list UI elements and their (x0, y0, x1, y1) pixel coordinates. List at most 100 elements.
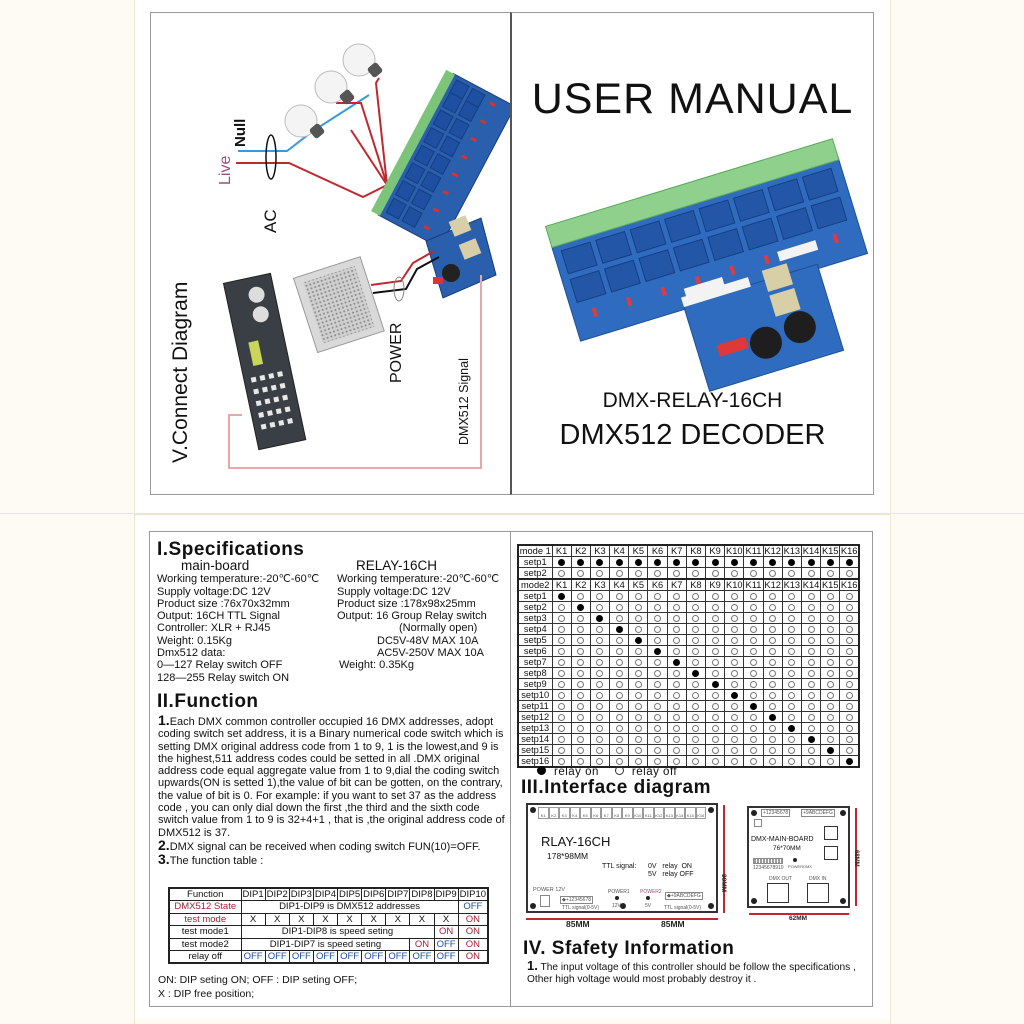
relay-state-cell (800, 755, 822, 768)
relay-state-cell (704, 656, 726, 668)
relay-state-cell (839, 689, 860, 701)
relay-off-icon (634, 692, 642, 700)
header-cell: Function (168, 887, 242, 901)
relay-state-cell (589, 744, 611, 756)
relay-state-cell (589, 612, 611, 624)
relay-off-icon (692, 637, 700, 645)
relay-on-icon (845, 559, 853, 567)
spec-line: Weight: 0.35Kg (339, 659, 415, 672)
channel-header: K9 (704, 578, 726, 591)
relay-state-cell (628, 623, 649, 635)
relay-state-cell (685, 711, 707, 723)
bulb-icon (342, 43, 383, 78)
relay-state-cell (781, 623, 802, 635)
relay-off-icon (769, 736, 777, 744)
relay-off-icon (692, 758, 700, 766)
relay-off-icon (615, 681, 623, 689)
ttl-connector-2: ◆+9ABCDEFG (665, 892, 703, 900)
relay-off-icon (558, 670, 566, 678)
relay-off-icon (788, 570, 796, 578)
relay-off-icon (826, 637, 834, 645)
relay-off-icon (692, 626, 700, 634)
relay-off-icon (788, 692, 796, 700)
relay-state-cell (628, 733, 649, 745)
relay-off-icon (788, 637, 796, 645)
relay-state-cell (551, 601, 572, 613)
relay-on-icon (673, 559, 681, 567)
relay-state-cell (724, 700, 745, 712)
relay-off-icon (845, 637, 853, 645)
relay-state-cell (781, 656, 802, 668)
relay-board-name: RLAY-16CH (541, 834, 611, 849)
channel-header: K14 (800, 544, 822, 557)
dmx-main-board-photo (425, 215, 497, 299)
relay-state-cell (724, 590, 745, 602)
relay-off-icon (807, 659, 815, 667)
relay-off-icon (769, 637, 777, 645)
relay-off-icon (845, 615, 853, 623)
relay-off-icon (615, 615, 623, 623)
relay-state-cell (820, 623, 841, 635)
relay-on-icon (769, 559, 777, 567)
relay-state-cell (724, 656, 745, 668)
relay-off-icon (711, 758, 719, 766)
relay-state-cell (743, 590, 764, 602)
channel-header: K13 (781, 544, 802, 557)
relay-state-cell (685, 634, 707, 646)
relay-off-icon (730, 659, 738, 667)
relay-state-cell (800, 601, 822, 613)
specifications-panel: I.Specifications main-board Working temp… (149, 531, 511, 1007)
relay-off-icon (711, 604, 719, 612)
relay-state-cell (570, 755, 591, 768)
relay-state-cell (589, 733, 611, 745)
relay-state-cell (800, 656, 822, 668)
relay-state-cell (628, 744, 649, 756)
relay-off-icon (558, 681, 566, 689)
dimension-arrow (723, 805, 725, 913)
function-item-text: DMX signal can be received when coding s… (169, 840, 481, 853)
relay-off-icon (711, 626, 719, 634)
relay-state-cell (609, 556, 630, 568)
dimension-arrow (855, 808, 857, 906)
relay-state-cell (839, 733, 860, 745)
relay-off-icon (769, 626, 777, 634)
relay-board-size: 178*98MM (547, 851, 589, 861)
relay-state-cell (628, 556, 649, 568)
relay-state-cell (820, 612, 841, 624)
relay-state-cell (589, 656, 611, 668)
relay-state-cell (724, 601, 745, 613)
relay-state-cell (685, 556, 707, 568)
relay-off-icon (558, 570, 566, 578)
relay-state-cell (820, 755, 841, 768)
channel-header: K4 (609, 544, 630, 557)
step-row: setp4 (517, 623, 860, 635)
relay-off-icon (634, 570, 642, 578)
relay-off-icon (730, 714, 738, 722)
relay-off-icon (596, 626, 604, 634)
relay-state-cell (762, 733, 783, 745)
relay-off-icon (596, 637, 604, 645)
page-edge-right (890, 0, 891, 1024)
relay-off-icon (558, 648, 566, 656)
relay-on-icon (730, 559, 738, 567)
step-row: setp16 (517, 755, 860, 768)
relay-state-cell (609, 656, 630, 668)
mount-hole-icon (840, 810, 846, 816)
relay-state-cell (839, 590, 860, 602)
relay-off-icon (807, 681, 815, 689)
dimension-label: 85MM (566, 919, 590, 929)
relay-state-cell (704, 689, 726, 701)
relay-off-icon (730, 736, 738, 744)
header-cell: DIP7 (385, 887, 411, 901)
relay-off-icon (654, 714, 662, 722)
rj45-in-icon (824, 826, 838, 840)
relay-off-icon (558, 714, 566, 722)
relay-off-icon (634, 736, 642, 744)
relay-state-cell (589, 634, 611, 646)
relay-state-cell (743, 634, 764, 646)
relay-board-heading: RELAY-16CH (356, 558, 438, 573)
relay-state-cell (743, 645, 764, 657)
relay-off-icon (654, 736, 662, 744)
relay-off-icon (615, 637, 623, 645)
relay-on-icon (596, 559, 604, 567)
